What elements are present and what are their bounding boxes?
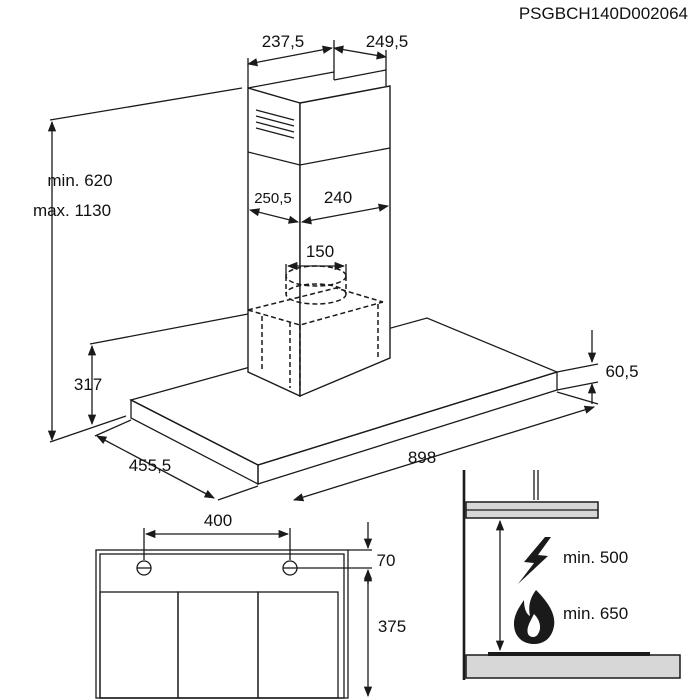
mount-hole-left bbox=[136, 560, 152, 576]
dim-mount-hole-spacing: 400 bbox=[204, 511, 232, 530]
dim-filter-area-height: 375 bbox=[378, 617, 406, 636]
flame-icon bbox=[514, 590, 555, 644]
dim-outlet-diameter: 150 bbox=[306, 242, 334, 261]
dim-height-min: min. 620 bbox=[47, 171, 112, 190]
product-code: PSGBCH140D002064 bbox=[519, 4, 688, 23]
dim-depth: 455,5 bbox=[129, 456, 172, 475]
dim-chimney-left-width: 237,5 bbox=[262, 32, 305, 51]
chimney-front bbox=[247, 87, 301, 398]
dim-mount-hole-offset: 70 bbox=[377, 551, 396, 570]
lightning-icon bbox=[518, 537, 551, 584]
dim-width: 898 bbox=[408, 448, 436, 467]
dim-chimney-right-width: 249,5 bbox=[366, 32, 409, 51]
grease-filters bbox=[99, 591, 339, 699]
hood-front-view bbox=[95, 549, 349, 699]
clearance-electric: min. 500 bbox=[563, 548, 628, 567]
hood-isometric bbox=[129, 69, 559, 486]
dim-inner-left-width: 250,5 bbox=[254, 190, 292, 207]
clearance-gas: min. 650 bbox=[563, 604, 628, 623]
clearance-view bbox=[462, 470, 681, 680]
dim-height-max: max. 1130 bbox=[33, 201, 111, 220]
dim-inner-right-width: 240 bbox=[324, 188, 352, 207]
vent-slots bbox=[255, 109, 295, 139]
dim-canopy-thickness: 60,5 bbox=[605, 362, 638, 381]
dim-body-height: 317 bbox=[74, 375, 102, 394]
mount-hole-right bbox=[282, 560, 298, 576]
chimney-side bbox=[299, 85, 391, 398]
